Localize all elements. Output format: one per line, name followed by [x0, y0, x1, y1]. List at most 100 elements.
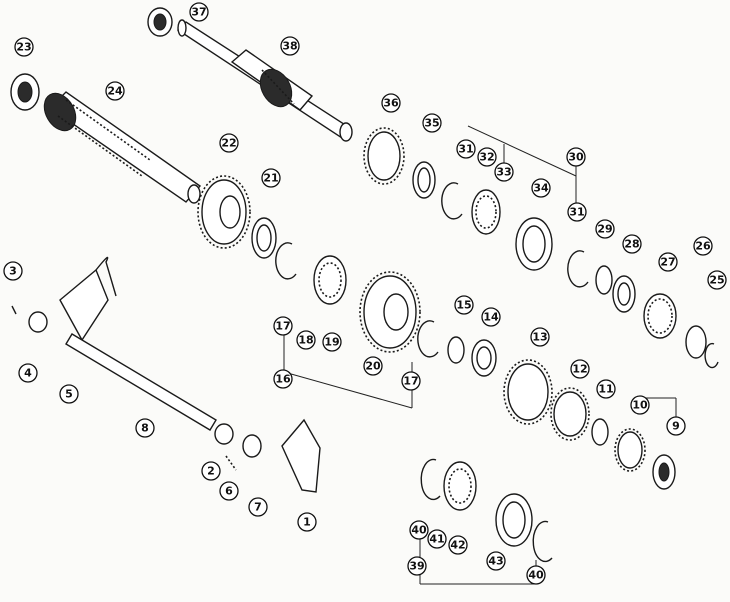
- callout-36: 36: [381, 93, 401, 113]
- part-11-ring: [591, 418, 609, 446]
- svg-text:6: 6: [225, 485, 233, 498]
- callout-29: 29: [595, 219, 615, 239]
- part-4-collar: [28, 311, 48, 333]
- callout-33: 33: [494, 162, 514, 182]
- callout-40b: 40: [526, 565, 546, 585]
- svg-text:30: 30: [568, 151, 584, 164]
- callout-26: 26: [693, 236, 713, 256]
- callout-41: 41: [427, 529, 447, 549]
- part-27-gear: [643, 293, 677, 339]
- callout-34: 34: [531, 178, 551, 198]
- svg-text:37: 37: [191, 6, 206, 19]
- callout-42: 42: [448, 535, 468, 555]
- svg-text:4: 4: [24, 367, 32, 380]
- callout-9: 9: [666, 416, 686, 436]
- svg-text:10: 10: [632, 399, 648, 412]
- svg-text:16: 16: [275, 373, 291, 386]
- svg-text:31: 31: [458, 143, 473, 156]
- part-14-ring: [471, 339, 497, 377]
- callout-17b: 17: [401, 371, 421, 391]
- callout-3: 3: [3, 261, 23, 281]
- svg-text:35: 35: [424, 117, 439, 130]
- svg-text:33: 33: [496, 166, 511, 179]
- svg-text:23: 23: [16, 41, 31, 54]
- callout-2: 2: [201, 461, 221, 481]
- callout-4: 4: [18, 363, 38, 383]
- part-15-ring: [447, 336, 465, 364]
- part-24-main-shaft: [43, 91, 202, 204]
- callout-31b: 31: [567, 202, 587, 222]
- svg-text:41: 41: [429, 533, 444, 546]
- svg-text:28: 28: [624, 238, 639, 251]
- part-2-collar: [214, 423, 234, 445]
- part-31-snap-ring-b: [567, 250, 589, 288]
- callout-7: 7: [248, 497, 268, 517]
- part-36-gear: [363, 127, 405, 185]
- part-17-snap-ring-b: [417, 320, 439, 358]
- svg-text:20: 20: [365, 360, 381, 373]
- svg-text:13: 13: [532, 331, 547, 344]
- part-38-input-shaft: [176, 19, 353, 142]
- part-20-gear: [359, 271, 421, 353]
- callout-23: 23: [14, 37, 34, 57]
- callout-43: 43: [486, 551, 506, 571]
- svg-text:8: 8: [141, 422, 149, 435]
- svg-text:32: 32: [479, 151, 494, 164]
- callout-37: 37: [189, 2, 209, 22]
- part-8-shift-rod: [65, 333, 217, 431]
- svg-text:40: 40: [411, 524, 427, 537]
- svg-text:21: 21: [263, 172, 278, 185]
- svg-text:17: 17: [275, 320, 290, 333]
- part-29-ring: [595, 265, 613, 295]
- svg-text:2: 2: [207, 465, 215, 478]
- callout-35: 35: [422, 113, 442, 133]
- svg-text:36: 36: [383, 97, 399, 110]
- part-6-spring: [225, 455, 237, 471]
- svg-text:24: 24: [107, 85, 123, 98]
- callout-15: 15: [454, 295, 474, 315]
- svg-text:15: 15: [456, 299, 471, 312]
- svg-text:5: 5: [65, 388, 73, 401]
- callout-24: 24: [105, 81, 125, 101]
- callout-28: 28: [622, 234, 642, 254]
- svg-text:38: 38: [282, 40, 297, 53]
- svg-text:31: 31: [569, 206, 584, 219]
- svg-text:43: 43: [488, 555, 503, 568]
- callout-30: 30: [566, 147, 586, 167]
- part-5-shift-fork: [59, 256, 117, 342]
- part-31-snap-ring-a: [441, 182, 463, 220]
- svg-text:27: 27: [660, 256, 675, 269]
- callout-39: 39: [407, 556, 427, 576]
- svg-text:11: 11: [598, 383, 613, 396]
- callout-10: 10: [630, 395, 650, 415]
- part-22-gear: [197, 175, 251, 249]
- part-10-gear: [614, 428, 646, 472]
- svg-text:18: 18: [298, 334, 313, 347]
- svg-text:42: 42: [450, 539, 465, 552]
- svg-text:19: 19: [324, 336, 339, 349]
- callout-14: 14: [481, 307, 501, 327]
- part-9-bearing: [652, 454, 676, 490]
- part-23-bearing: [10, 73, 40, 111]
- callout-31a: 31: [456, 139, 476, 159]
- callout-12: 12: [570, 359, 590, 379]
- callout-16: 16: [273, 369, 293, 389]
- svg-text:40: 40: [528, 569, 544, 582]
- part-34-sleeve: [515, 217, 553, 271]
- svg-text:29: 29: [597, 223, 612, 236]
- callout-22: 22: [219, 133, 239, 153]
- svg-text:39: 39: [409, 560, 424, 573]
- part-40-snap-ring-b: [532, 520, 553, 563]
- svg-text:9: 9: [672, 420, 680, 433]
- callout-20: 20: [363, 356, 383, 376]
- part-35-ring: [412, 161, 436, 199]
- callout-25: 25: [707, 270, 727, 290]
- part-40-snap-ring-a: [420, 458, 441, 501]
- part-3-pin: [11, 305, 17, 315]
- part-26-bearing: [685, 325, 707, 359]
- callout-32: 32: [477, 147, 497, 167]
- part-17-snap-ring-a: [275, 242, 297, 280]
- callout-13: 13: [530, 327, 550, 347]
- part-28-ring: [612, 275, 636, 313]
